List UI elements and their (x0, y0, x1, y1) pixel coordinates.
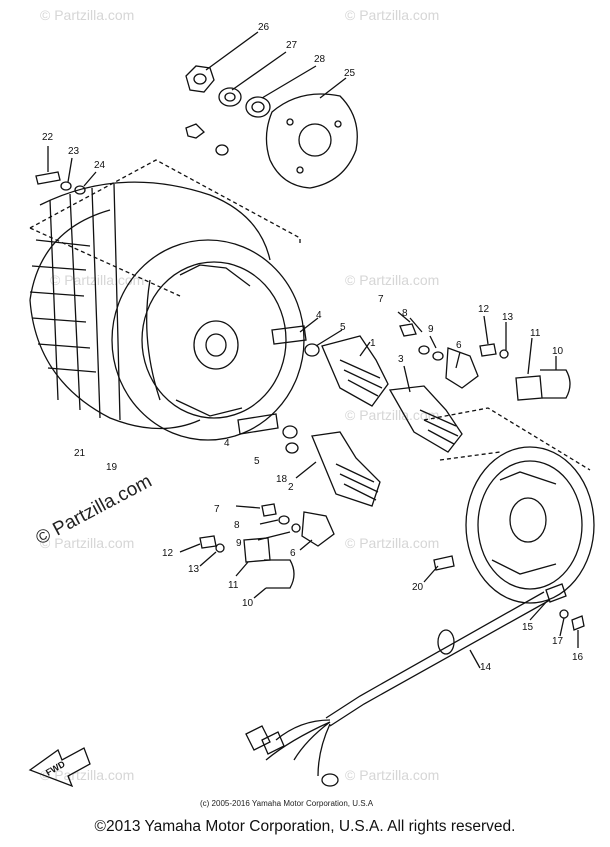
watermark: © Partzilla.com (40, 7, 134, 23)
callout: 28 (314, 54, 326, 65)
callout: 20 (412, 582, 424, 593)
callout: 6 (456, 340, 462, 351)
screw-small (185, 123, 205, 139)
callout: 5 (254, 456, 260, 467)
callout: 3 (398, 354, 404, 365)
washer-28 (245, 96, 271, 118)
watermark: © Partzilla.com (345, 767, 439, 783)
callout: 21 (74, 448, 86, 459)
washer-small (215, 144, 229, 156)
callout: 8 (402, 308, 408, 319)
watermark: © Partzilla.com (40, 535, 134, 551)
line-art (29, 31, 595, 787)
callout: 4 (224, 438, 230, 449)
callout: 7 (378, 294, 384, 305)
callout: 4 (316, 310, 322, 321)
watermark-layer: © Partzilla.com © Partzilla.com © Partzi… (32, 7, 439, 783)
callout: 15 (522, 622, 534, 633)
callout: 26 (258, 22, 270, 33)
callout: 13 (188, 564, 200, 575)
callout: 9 (428, 324, 434, 335)
callout: 2 (288, 482, 294, 493)
callout: 23 (68, 146, 80, 157)
wire-harness-14 (245, 591, 551, 787)
watermark: © Partzilla.com (345, 272, 439, 288)
callout: 12 (162, 548, 174, 559)
callout: 22 (42, 132, 54, 143)
callout: 16 (572, 652, 584, 663)
callout: 18 (276, 474, 288, 485)
nut-26 (185, 65, 215, 93)
callout: 24 (94, 160, 106, 171)
callout: 19 (106, 462, 118, 473)
watermark: © Partzilla.com (345, 7, 439, 23)
inner-copyright: (c) 2005-2016 Yamaha Motor Corporation, … (200, 799, 374, 808)
callout: 6 (290, 548, 296, 559)
callout: 17 (552, 636, 564, 647)
watermark: © Partzilla.com (40, 767, 134, 783)
coil-2 (311, 431, 381, 507)
callout: 10 (552, 346, 564, 357)
flywheel-21 (29, 181, 271, 430)
callout: 25 (344, 68, 356, 79)
callout: 10 (242, 598, 254, 609)
callout: 14 (480, 662, 492, 673)
callout: 8 (234, 520, 240, 531)
callout: 12 (478, 304, 490, 315)
callout-labels: 26 27 28 25 22 23 24 7 8 9 6 12 13 11 10… (42, 22, 584, 673)
watermark: © Partzilla.com (345, 407, 439, 423)
washer-27 (218, 87, 242, 107)
callout: 9 (236, 538, 242, 549)
coil-1 (321, 335, 389, 407)
stator-plate (465, 446, 595, 604)
footer-copyright: ©2013 Yamaha Motor Corporation, U.S.A. A… (94, 818, 516, 835)
plate-25 (265, 93, 358, 189)
watermark: © Partzilla.com (345, 535, 439, 551)
callout: 27 (286, 40, 298, 51)
rotor-19 (111, 239, 305, 441)
coil-3 (388, 385, 463, 453)
callout: 7 (214, 504, 220, 515)
callout: 1 (370, 338, 376, 349)
callout: 11 (530, 328, 541, 339)
callout: 5 (340, 322, 346, 333)
callout: 11 (228, 580, 239, 591)
watermark: © Partzilla.com (50, 272, 144, 288)
callout: 13 (502, 312, 514, 323)
